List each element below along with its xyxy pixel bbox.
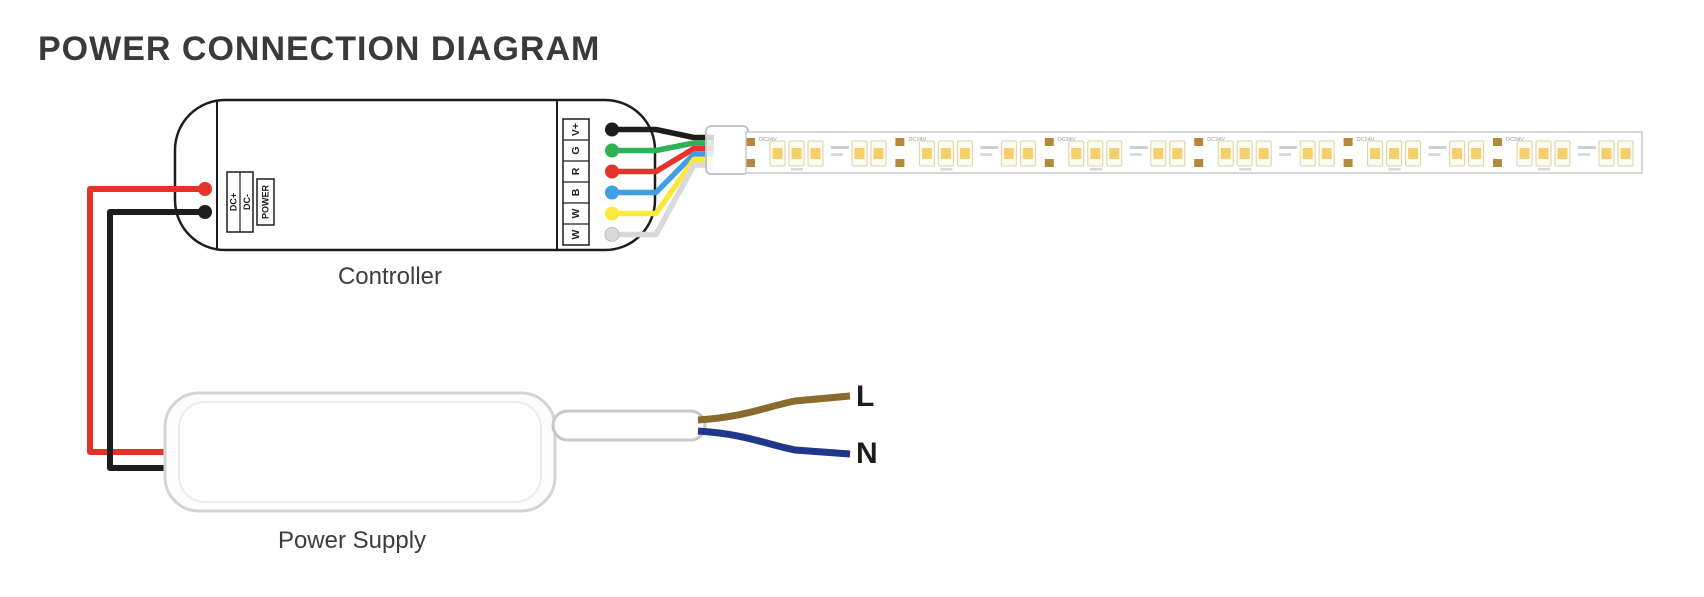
terminal-dot-yellow — [605, 206, 619, 221]
power-label-box — [256, 178, 275, 226]
wire-white — [612, 162, 714, 238]
live-label: L — [856, 380, 874, 413]
terminal-dot-red — [605, 164, 619, 179]
terminal-label-r: R — [570, 167, 582, 175]
terminal-label-g: G — [570, 146, 582, 154]
terminal-dot-blue — [605, 185, 619, 200]
power-supply — [87, 186, 851, 513]
controller: DC+ DC- POWER V+ G R B W — [173, 98, 657, 252]
terminal-label-b: B — [570, 188, 582, 196]
dc-negative-label: DC- — [242, 194, 252, 210]
power-label: POWER — [261, 185, 271, 220]
terminal-dot-vplus — [605, 122, 619, 137]
output-terminal-separators — [563, 139, 589, 225]
strip-connector — [705, 125, 749, 175]
mains-cord — [551, 409, 707, 442]
wire-red — [612, 145, 714, 175]
live-wire — [697, 392, 851, 424]
dc-negative-dot — [198, 205, 212, 219]
output-wires — [612, 126, 714, 238]
wire-vplus-black — [612, 126, 714, 141]
wire-blue — [612, 151, 714, 196]
led-strip — [745, 131, 1643, 174]
controller-body — [173, 98, 657, 252]
dc-positive-wire — [87, 186, 205, 455]
output-terminal-dots — [604, 122, 620, 242]
dc-positive-dot — [198, 182, 212, 196]
neutral-label: N — [856, 437, 878, 470]
controller-label: Controller — [338, 263, 442, 290]
neutral-wire — [697, 427, 851, 458]
diagram-title: POWER CONNECTION DIAGRAM — [38, 30, 601, 68]
dc-negative-wire — [107, 209, 205, 471]
terminal-label-ww: W — [570, 208, 582, 218]
terminal-label-cw: W — [570, 229, 582, 239]
terminal-dot-green — [605, 143, 619, 158]
wire-green — [612, 140, 714, 154]
controller-power-block: DC+ DC- POWER — [226, 171, 275, 233]
wire-yellow — [612, 156, 714, 217]
controller-output-block: V+ G R B W W — [562, 118, 590, 246]
dc-positive-label: DC+ — [229, 193, 239, 211]
dc-input-dots — [198, 182, 212, 219]
terminal-label-vplus: V+ — [570, 123, 582, 136]
led-strip-assembly — [705, 125, 1643, 175]
power-supply-inner-panel — [178, 401, 542, 503]
terminal-dot-white — [604, 227, 620, 242]
power-supply-label: Power Supply — [278, 527, 426, 554]
